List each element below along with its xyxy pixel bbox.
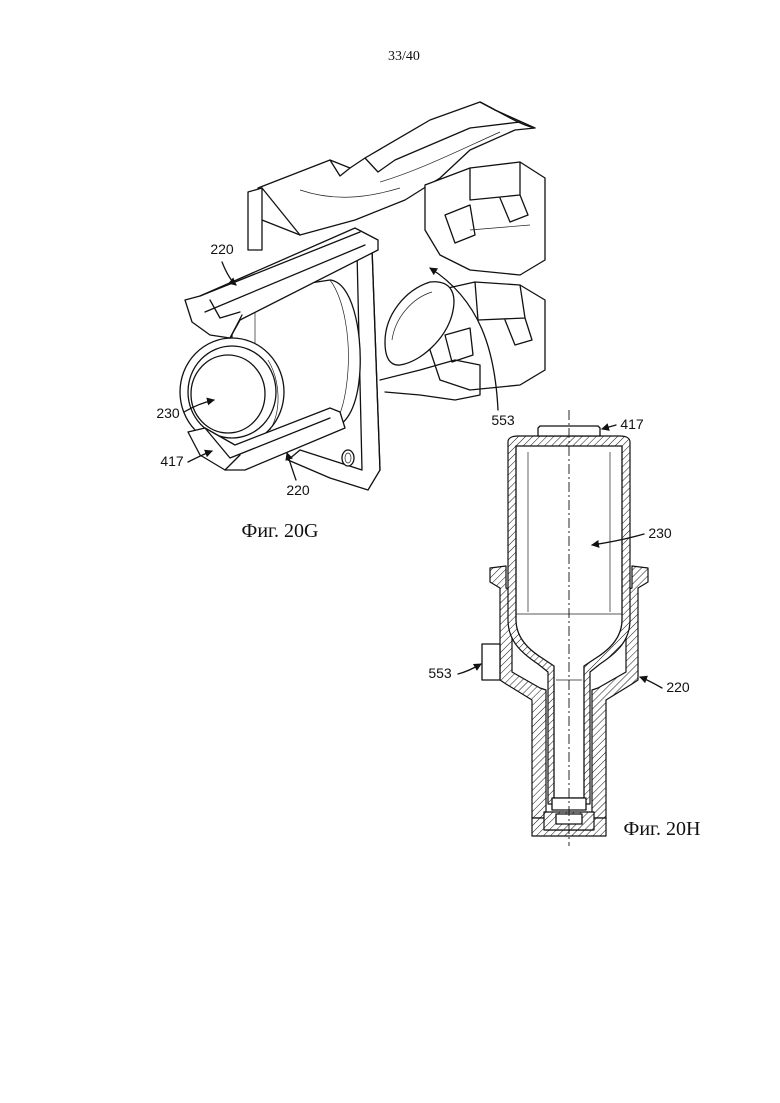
leader-553-h bbox=[458, 664, 481, 674]
label-417: 417 bbox=[160, 453, 184, 469]
figure-20h: 417 230 553 220 Фиг. 20H bbox=[428, 410, 700, 846]
label-553-h: 553 bbox=[428, 665, 452, 681]
figure-20g-caption: Фиг. 20G bbox=[242, 520, 319, 542]
label-220-h: 220 bbox=[666, 679, 690, 695]
figure-20g: 220 230 417 220 553 Фиг. 20G bbox=[156, 102, 545, 542]
label-220-bottom: 220 bbox=[286, 482, 310, 498]
rear-clip-upper bbox=[425, 162, 545, 275]
label-417-h: 417 bbox=[620, 416, 644, 432]
figure-20h-caption: Фиг. 20H bbox=[624, 818, 701, 840]
label-220-top: 220 bbox=[210, 241, 234, 257]
side-button-553 bbox=[482, 644, 500, 680]
label-553: 553 bbox=[491, 412, 515, 428]
leader-220-h bbox=[640, 677, 662, 688]
mounting-hole bbox=[342, 450, 354, 466]
page-number: 33/40 bbox=[388, 49, 420, 64]
label-230: 230 bbox=[156, 405, 180, 421]
leader-417-h bbox=[602, 425, 616, 429]
label-230-h: 230 bbox=[648, 525, 672, 541]
